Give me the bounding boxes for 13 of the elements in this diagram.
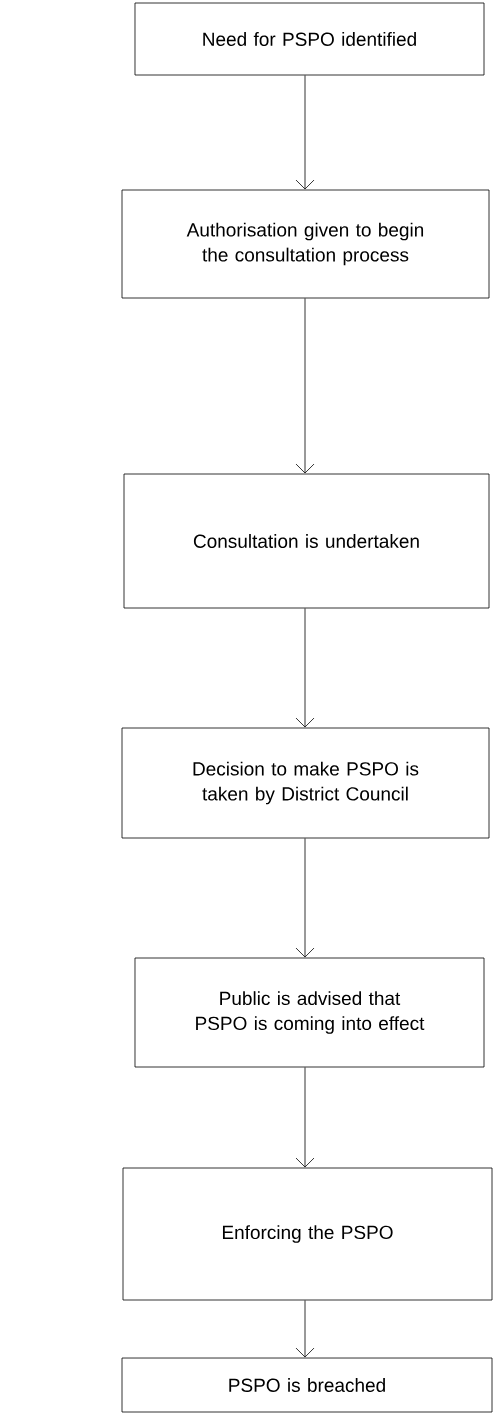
arrow — [295, 298, 315, 474]
arrow — [295, 75, 315, 190]
process-box: Enforcing the PSPO — [122, 1167, 493, 1301]
process-box: Need for PSPO identified — [134, 2, 485, 76]
process-box: Public is advised that PSPO is coming into effect — [134, 957, 485, 1068]
process-box: Decision to make PSPO is taken by District Council — [121, 727, 490, 839]
arrow — [295, 1067, 315, 1168]
process-box: Authorisation given to begin the consultation process — [121, 189, 490, 299]
process-box: PSPO is breached — [121, 1357, 493, 1413]
process-box: Consultation is undertaken — [123, 473, 490, 609]
arrow — [295, 838, 315, 958]
arrow — [295, 1300, 315, 1358]
arrow — [295, 608, 315, 728]
